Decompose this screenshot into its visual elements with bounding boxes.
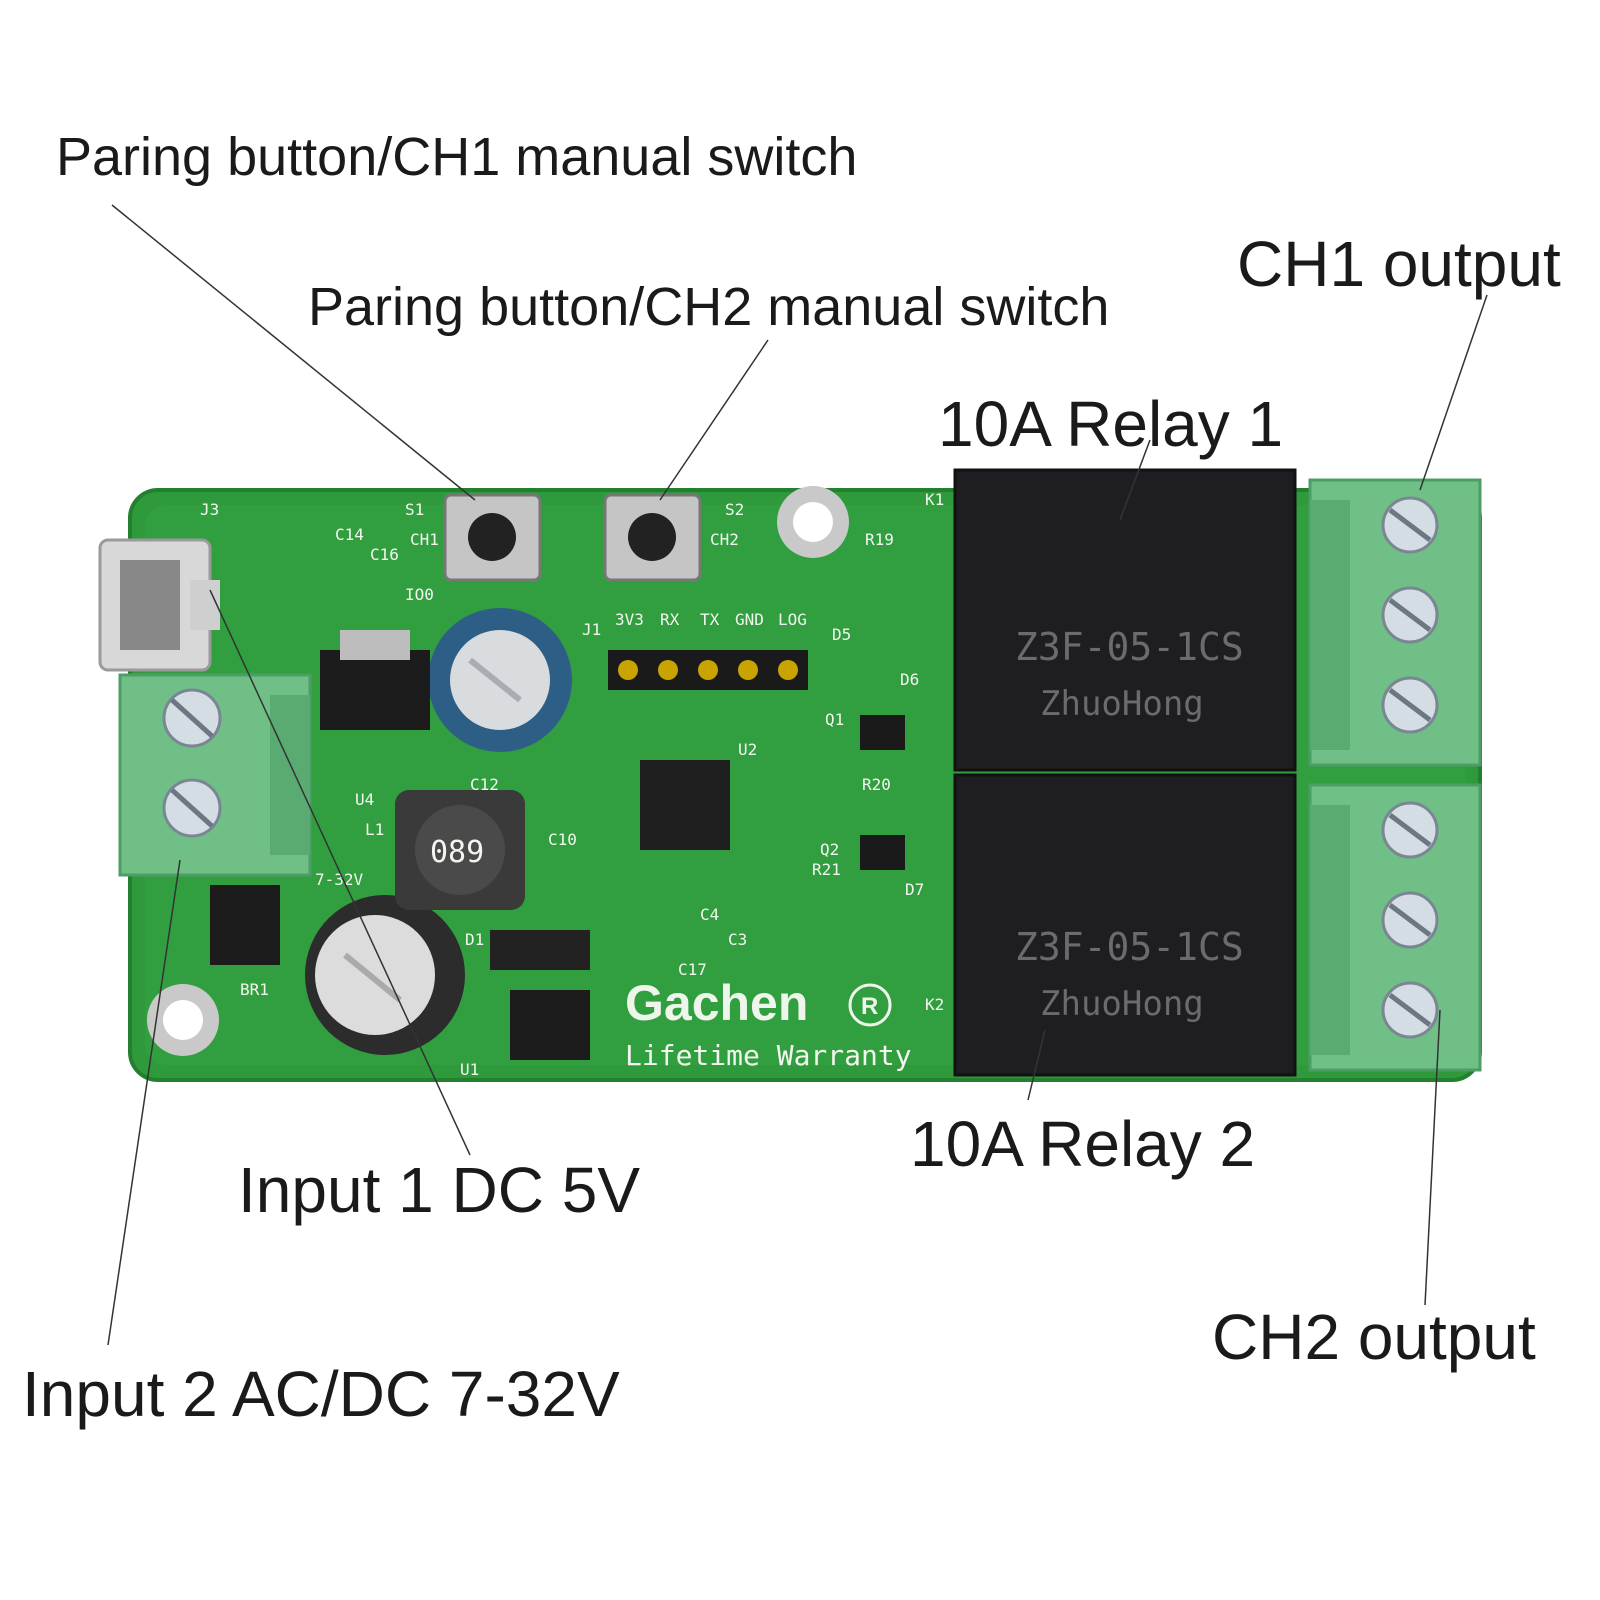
leader-relay1	[1119, 439, 1151, 521]
relay1-maker-label: ZhuoHong	[1040, 684, 1204, 724]
leader-relay2	[1027, 1029, 1046, 1101]
silk-r19: R19	[865, 530, 894, 549]
silk-q1: Q1	[825, 710, 844, 729]
callout-ch1-output: CH1 output	[1237, 228, 1561, 300]
silk-d1: D1	[465, 930, 484, 949]
leader-input2	[107, 859, 181, 1346]
silk-voltage: 7-32V	[315, 870, 364, 889]
silk-s2: S2	[725, 500, 744, 519]
silk-br1: BR1	[240, 980, 269, 999]
ch2-output-terminal	[1308, 783, 1482, 1072]
silk-k2: K2	[925, 995, 944, 1014]
registered-mark-icon	[848, 983, 892, 1027]
leader-ch1-output	[1419, 294, 1488, 491]
silk-l1: L1	[365, 820, 384, 839]
silk-pin-tx: TX	[700, 610, 720, 629]
transistor-q2	[860, 835, 905, 870]
relay-2: Z3F-05-1CS ZhuoHong	[953, 773, 1297, 1077]
silk-ch1: CH1	[410, 530, 439, 549]
leader-pair-ch1	[111, 204, 476, 501]
callout-ch2-output: CH2 output	[1212, 1301, 1536, 1373]
callout-pairing-ch1: Paring button/CH1 manual switch	[56, 127, 858, 187]
silk-u2: U2	[738, 740, 757, 759]
pairing-button-ch2	[603, 493, 702, 582]
transistor-q1	[860, 715, 905, 750]
brand-logo-text: Gachen	[625, 975, 808, 1031]
silk-s1: S1	[405, 500, 424, 519]
silk-pin-3v3: 3V3	[615, 610, 644, 629]
silk-pin-rx: RX	[660, 610, 680, 629]
silk-j3: J3	[200, 500, 219, 519]
warranty-text: Lifetime Warranty	[625, 1039, 912, 1072]
mounting-hole-bottom	[147, 984, 219, 1056]
leader-pair-ch2	[659, 339, 769, 501]
callout-input-1: Input 1 DC 5V	[238, 1154, 640, 1226]
capacitor-top	[428, 608, 572, 752]
relay2-maker-label: ZhuoHong	[1040, 984, 1204, 1024]
main-mcu-chip	[640, 760, 730, 850]
silk-u4: U4	[355, 790, 374, 809]
bridge-rectifier	[210, 885, 280, 965]
leader-lines	[107, 204, 1488, 1346]
input-terminal-block	[118, 673, 312, 877]
capacitor-bottom	[305, 895, 465, 1055]
relay1-model-label: Z3F-05-1CS	[1015, 625, 1244, 669]
silk-q2: Q2	[820, 840, 839, 859]
leader-input1	[209, 589, 471, 1156]
silk-c12: C12	[470, 775, 499, 794]
callout-relay-1: 10A Relay 1	[938, 388, 1284, 460]
pairing-button-ch1	[443, 493, 542, 582]
header-pins-j1	[608, 650, 808, 690]
micro-usb-port	[98, 538, 220, 672]
mounting-hole-top	[777, 486, 849, 558]
silk-r20: R20	[862, 775, 891, 794]
silk-pin-gnd: GND	[735, 610, 764, 629]
silk-c3: C3	[728, 930, 747, 949]
silk-k1: K1	[925, 490, 944, 509]
silk-c17: C17	[678, 960, 707, 979]
silk-d7: D7	[905, 880, 924, 899]
silk-ch2: CH2	[710, 530, 739, 549]
silk-j1: J1	[582, 620, 601, 639]
silk-c14: C14	[335, 525, 364, 544]
registered-mark-text: R	[861, 993, 878, 1020]
diode-d1	[490, 930, 590, 970]
silk-c16: C16	[370, 545, 399, 564]
voltage-regulator	[320, 650, 430, 730]
callout-input-2: Input 2 AC/DC 7-32V	[22, 1358, 620, 1430]
silk-c4: C4	[700, 905, 719, 924]
silk-d6: D6	[900, 670, 919, 689]
silk-u1: U1	[460, 1060, 479, 1079]
leader-ch2-output	[1424, 1009, 1441, 1306]
inductor-code-label: 089	[430, 835, 484, 870]
chip-u1	[510, 990, 590, 1060]
silk-io0: IO0	[405, 585, 434, 604]
inductor: 089	[395, 790, 525, 910]
relay2-model-label: Z3F-05-1CS	[1015, 925, 1244, 969]
silk-pin-log: LOG	[778, 610, 807, 629]
silk-r21: R21	[812, 860, 841, 879]
ch1-output-terminal	[1308, 478, 1482, 767]
silk-d5: D5	[832, 625, 851, 644]
callout-relay-2: 10A Relay 2	[910, 1108, 1256, 1180]
relay-1: Z3F-05-1CS ZhuoHong	[953, 468, 1297, 772]
callout-pairing-ch2: Paring button/CH2 manual switch	[308, 277, 1110, 337]
silk-c10: C10	[548, 830, 577, 849]
